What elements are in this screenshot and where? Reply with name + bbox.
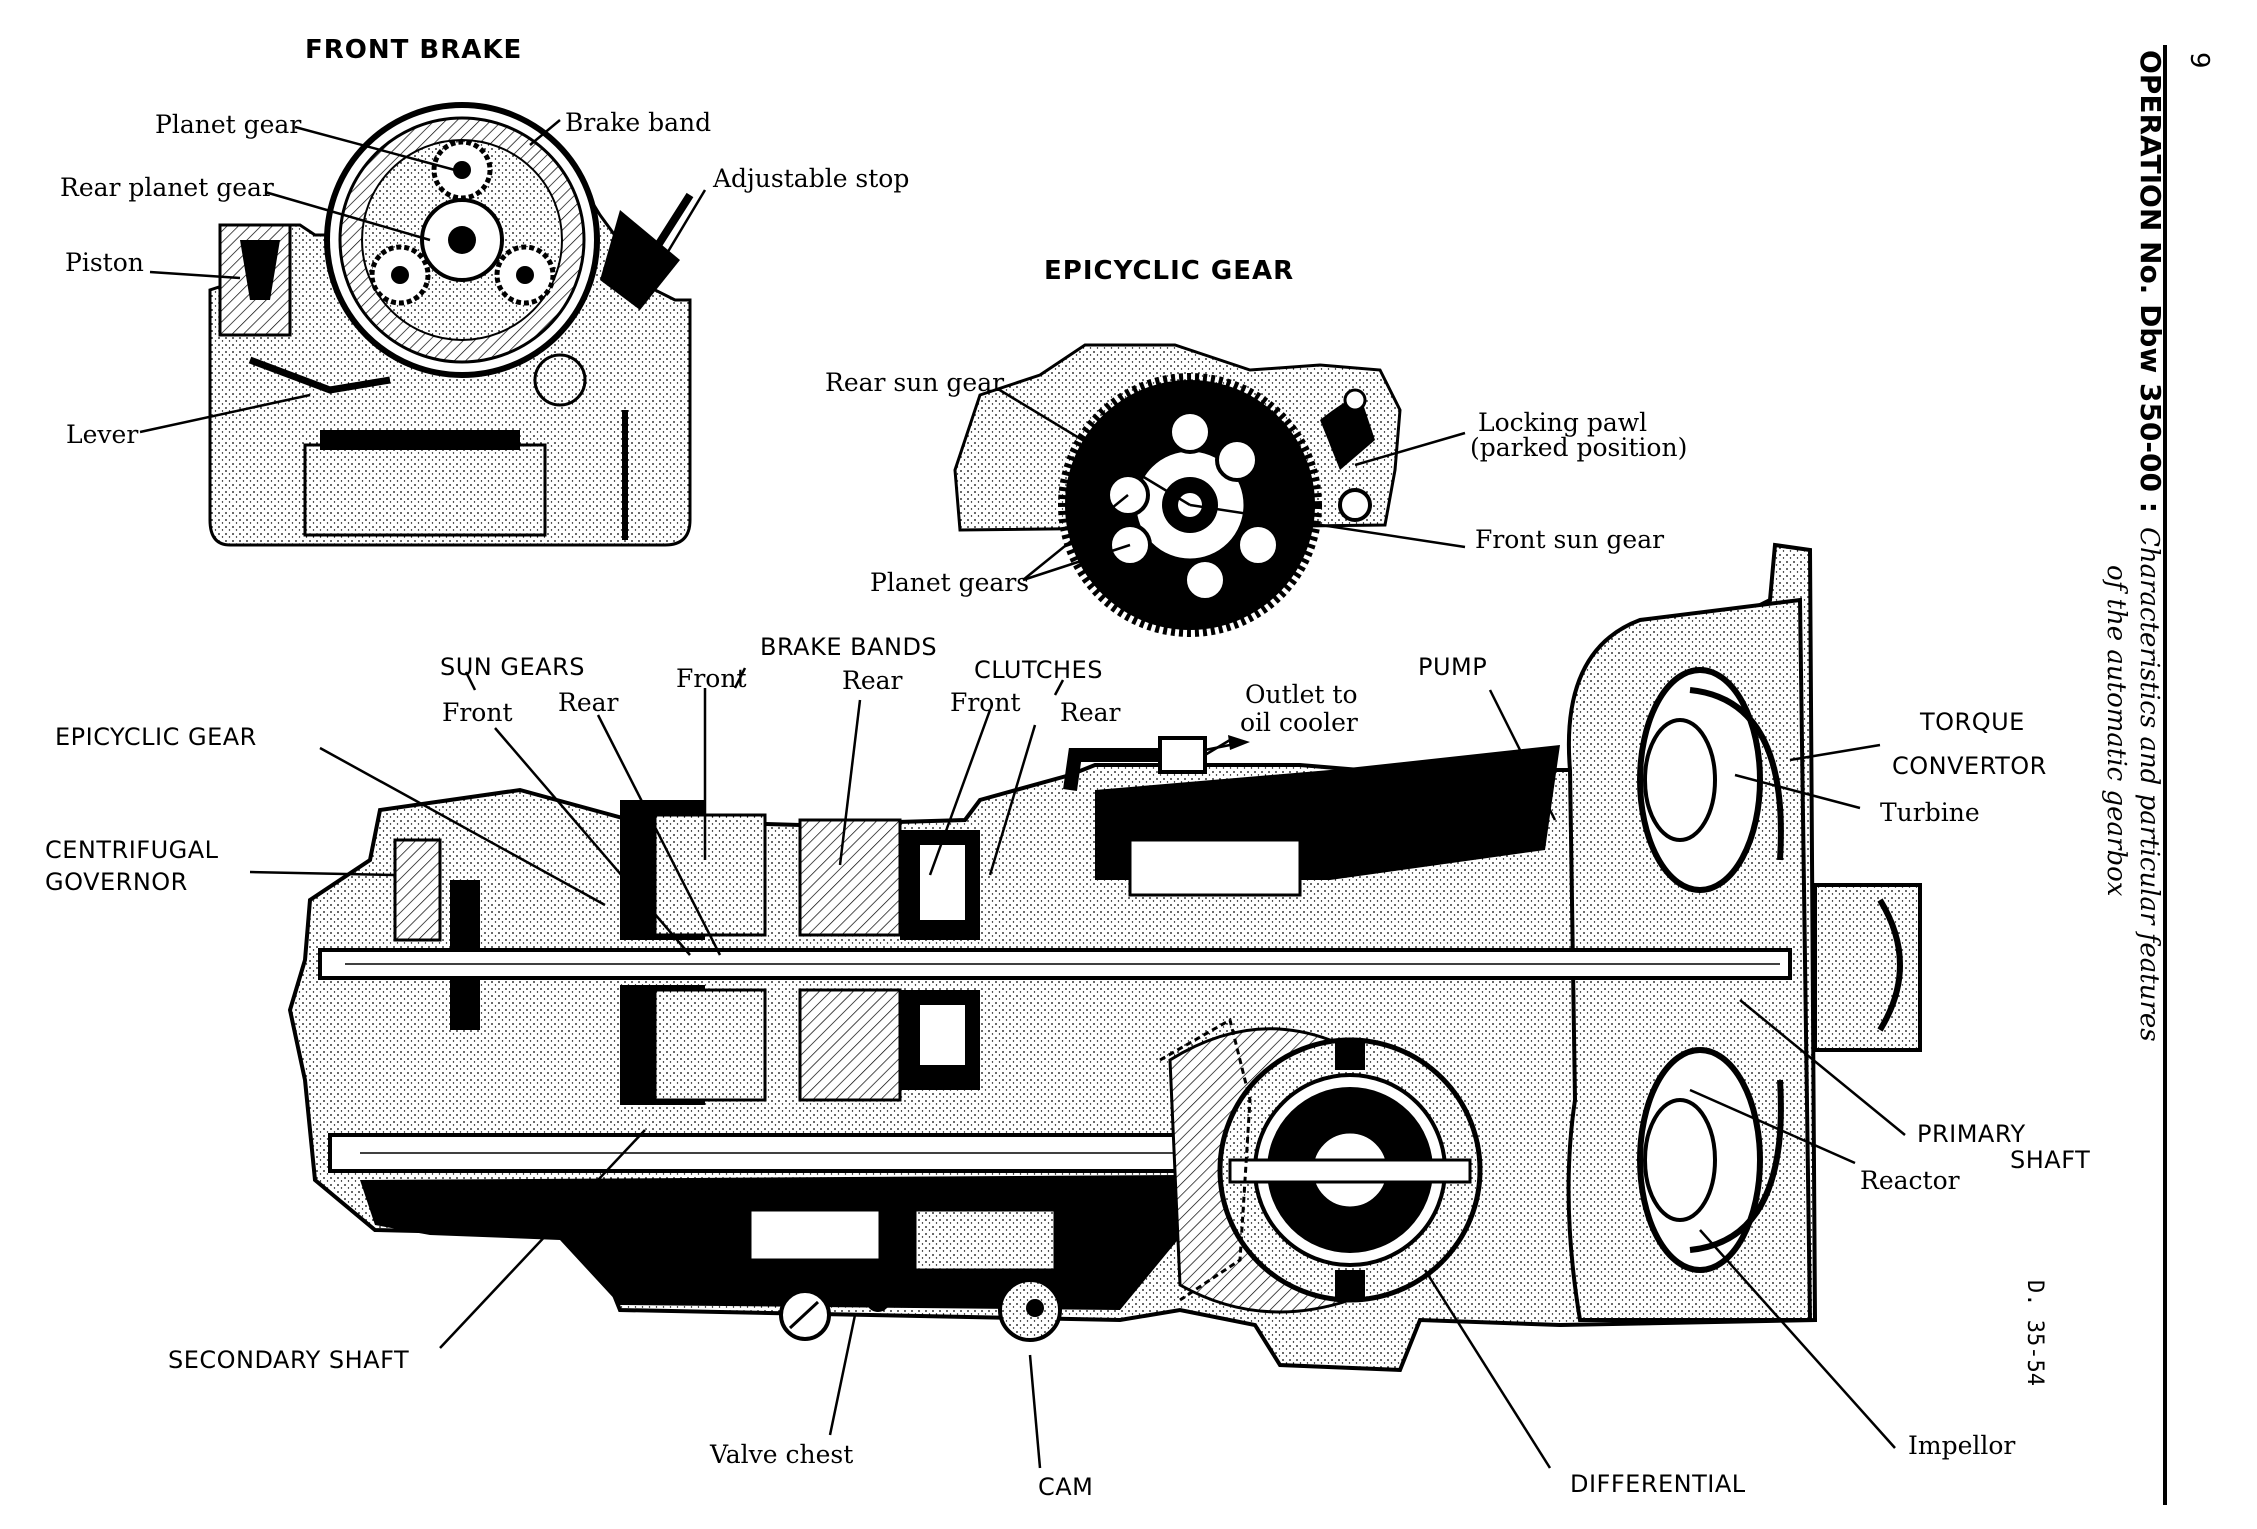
operation-title: OPERATION No. Dbw 350-00 :	[2134, 50, 2167, 513]
label-impellor: Impellor	[1908, 1431, 2016, 1460]
label-adjustable-stop: Adjustable stop	[713, 164, 910, 193]
label-differential: DIFFERENTIAL	[1570, 1470, 1746, 1498]
leader-lines	[139, 119, 1906, 1469]
label-epicyclic-gear: EPICYCLIC GEAR	[55, 723, 257, 751]
label-centrifugal: CENTRIFUGAL	[45, 836, 219, 864]
label-planet-gear: Planet gear	[155, 110, 302, 139]
operation-subtitle-1: Characteristics and particular features	[2134, 526, 2164, 1042]
epicyclic-inset-title: EPICYCLIC GEAR	[1044, 256, 1295, 286]
label-parked-position: (parked position)	[1470, 433, 1688, 462]
label-sun-rear: Rear	[558, 688, 619, 717]
label-oil-cooler: oil cooler	[1240, 708, 1358, 737]
label-turbine: Turbine	[1880, 798, 1980, 827]
label-front-sun-gear: Front sun gear	[1475, 525, 1665, 554]
label-lever: Lever	[66, 420, 139, 449]
front-brake-drawing	[208, 102, 694, 547]
label-clutches: CLUTCHES	[974, 656, 1103, 684]
label-governor: GOVERNOR	[45, 868, 188, 896]
page-header: OPERATION No. Dbw 350-00 : Characteristi…	[2047, 50, 2168, 1050]
label-brake-bands: BRAKE BANDS	[760, 633, 938, 661]
label-cam: CAM	[1038, 1473, 1094, 1501]
label-convertor: CONVERTOR	[1892, 752, 2047, 780]
drawing-reference: D. 35-54	[2022, 1280, 2047, 1386]
label-brake-rear: Rear	[842, 666, 903, 695]
label-rear-sun-gear: Rear sun gear	[825, 368, 1005, 397]
label-sun-gears: SUN GEARS	[440, 653, 585, 681]
label-secondary-shaft: SECONDARY SHAFT	[168, 1346, 410, 1374]
label-shaft: SHAFT	[2010, 1146, 2091, 1174]
label-planet-gears: Planet gears	[870, 568, 1030, 597]
label-valve-chest: Valve chest	[710, 1440, 854, 1469]
label-piston: Piston	[65, 248, 144, 277]
label-clutch-rear: Rear	[1060, 698, 1121, 727]
outlet-arrow	[1228, 735, 1250, 750]
label-brake-front: Front	[676, 664, 747, 693]
main-gearbox-drawing	[287, 542, 1922, 1373]
label-primary: PRIMARY	[1917, 1120, 2026, 1148]
label-rear-planet-gear: Rear planet gear	[60, 173, 274, 202]
label-sun-front: Front	[442, 698, 513, 727]
label-locking-pawl: Locking pawl	[1478, 408, 1648, 437]
label-reactor: Reactor	[1860, 1166, 1960, 1195]
label-torque: TORQUE	[1920, 708, 2025, 736]
label-brake-band: Brake band	[565, 108, 712, 137]
label-outlet-to: Outlet to	[1245, 680, 1358, 709]
page-number: 9	[2184, 52, 2214, 69]
label-clutch-front: Front	[950, 688, 1021, 717]
operation-subtitle-2: of the automatic gearbox	[2101, 565, 2132, 897]
label-pump: PUMP	[1418, 653, 1488, 681]
front-brake-title: FRONT BRAKE	[305, 35, 523, 65]
